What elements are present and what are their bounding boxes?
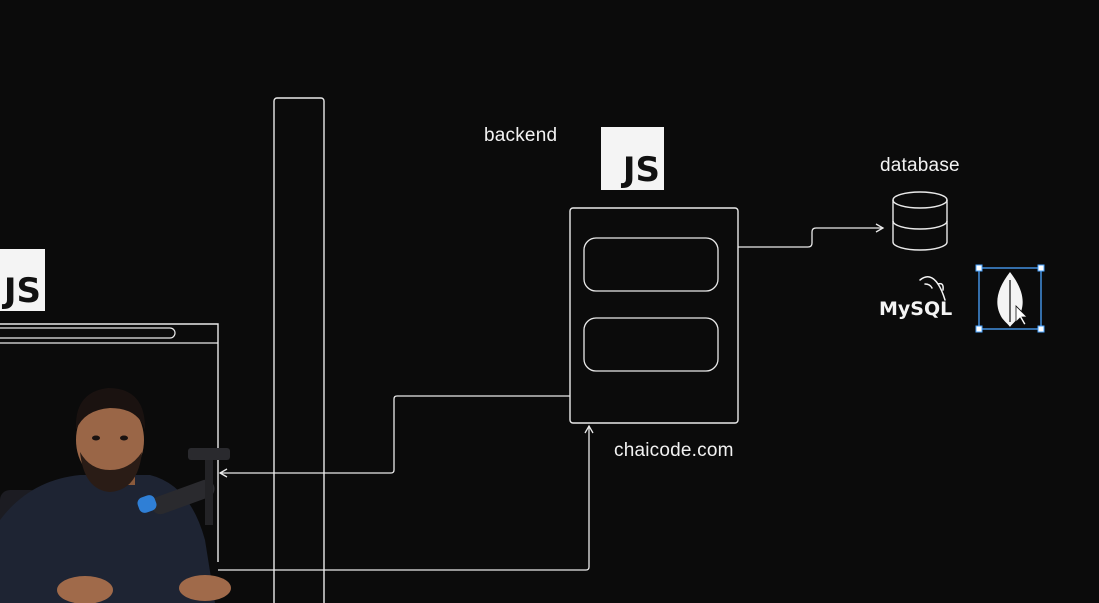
backend-server-box[interactable] [569,207,739,424]
mongodb-leaf-icon[interactable] [975,264,1045,333]
js-badge-frontend-text: JS [3,271,41,311]
backend-label[interactable]: backend [484,125,558,146]
network-column[interactable] [273,97,325,603]
database-icon[interactable] [892,191,948,251]
domain-label[interactable]: chaicode.com [614,440,734,461]
browser-address-bar[interactable] [0,327,176,339]
browser-window[interactable] [0,323,219,562]
mysql-logo-text[interactable]: MySQL [879,298,953,320]
mysql-dolphin-icon [919,276,946,301]
database-label[interactable]: database [880,155,960,176]
response-arrow[interactable] [218,395,570,478]
presenter-video [0,388,231,603]
js-badge-frontend[interactable]: JS [0,249,45,311]
js-badge-backend-text: JS [622,150,660,190]
request-arrow[interactable] [218,424,594,571]
js-badge-backend[interactable]: JS [601,127,664,190]
database-arrow[interactable] [738,223,885,248]
backend-module-top[interactable] [583,237,719,292]
backend-module-bottom[interactable] [583,317,719,372]
